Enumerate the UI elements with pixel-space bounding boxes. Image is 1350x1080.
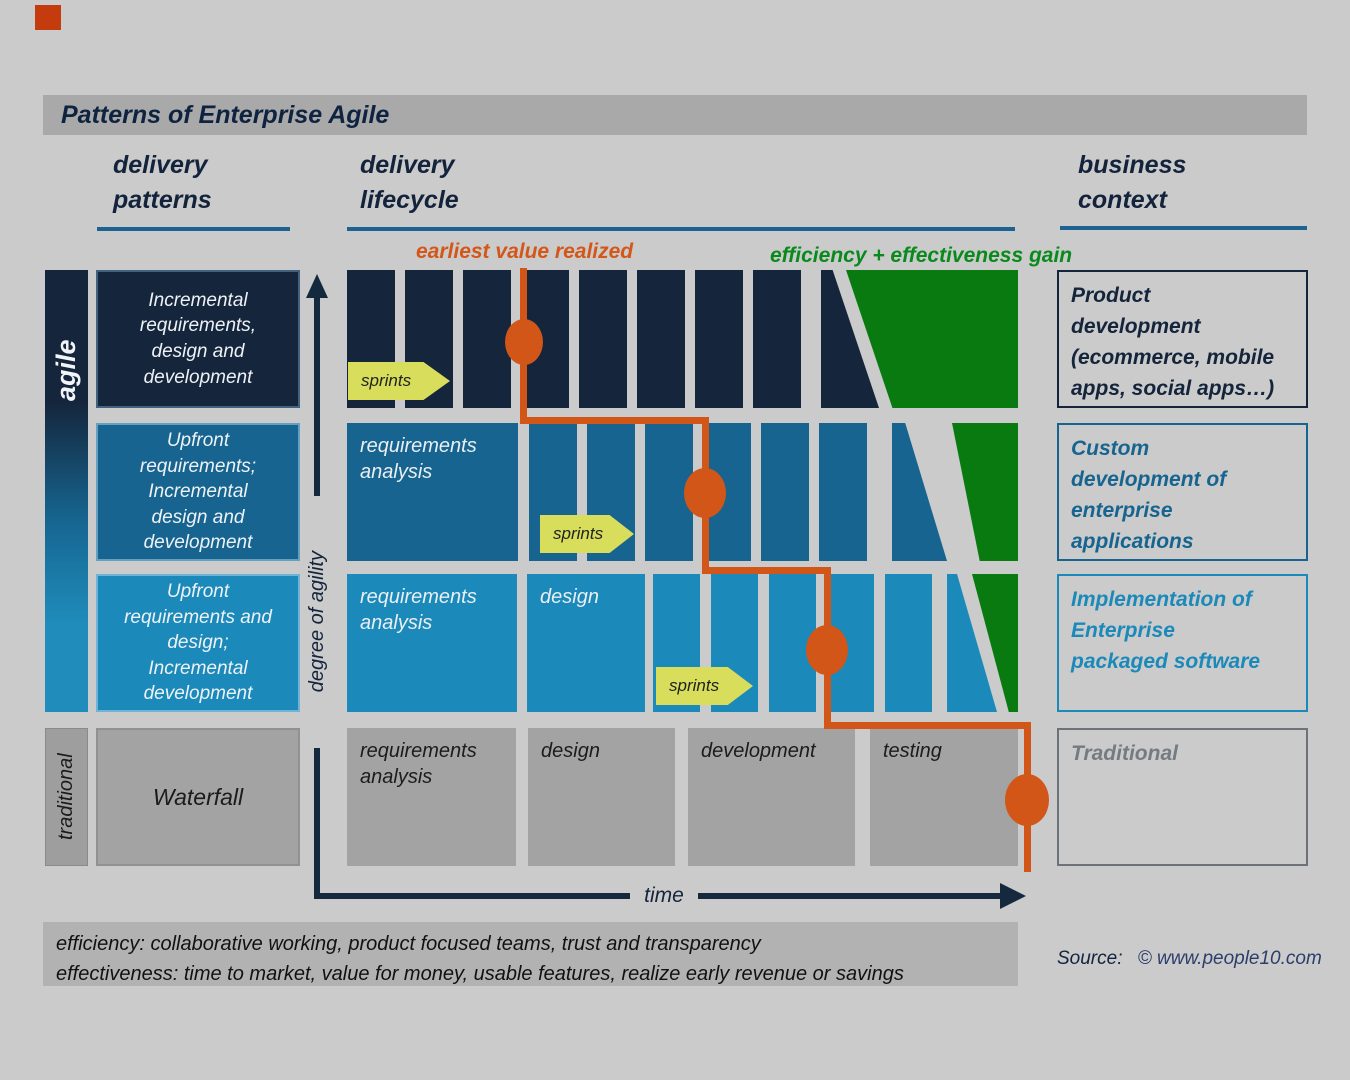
agility-axis-label: degree of agility [300, 496, 334, 748]
label-efficiency-gain: efficiency + effectiveness gain [770, 244, 1073, 267]
value-milestone-dot-2 [684, 468, 726, 518]
business-box-product-development: Product development (ecommerce, mobile a… [1057, 270, 1308, 408]
lifecycle-lane-row3: requirements analysis design [347, 574, 1018, 712]
value-line-segment [702, 567, 831, 574]
sprint-bar [819, 423, 867, 561]
phase-label: design [541, 740, 600, 762]
phase-label: requirements analysis [360, 435, 477, 483]
value-line-segment [520, 417, 709, 424]
source-line: Source: © www.people10.com [1057, 948, 1322, 970]
sprint-bar-slanted [892, 423, 947, 561]
phase-block-testing: testing [870, 728, 1018, 866]
phase-label: requirements analysis [360, 586, 477, 634]
business-box-packaged-software: Implementation of Enterprise packaged so… [1057, 574, 1308, 712]
agile-strip: agile [45, 270, 88, 712]
title-bar: Patterns of Enterprise Agile [43, 95, 1307, 135]
sprint-bar [761, 423, 809, 561]
sprint-bar [753, 270, 801, 408]
effectiveness-note: effectiveness: time to market, value for… [56, 963, 904, 985]
traditional-strip: traditional [45, 728, 88, 866]
lifecycle-lane-row2: requirements analysis [347, 423, 1018, 561]
efficiency-note: efficiency: collaborative working, produ… [56, 933, 761, 955]
underline-business-context [1060, 226, 1307, 230]
pattern-box-waterfall: Waterfall [96, 728, 300, 866]
sprint-bar [885, 574, 932, 712]
page-title: Patterns of Enterprise Agile [61, 100, 390, 129]
lifecycle-lane-row1 [347, 270, 1018, 408]
lifecycle-lane-waterfall: requirements analysis design development… [347, 728, 1018, 866]
agile-strip-label: agile [51, 339, 81, 401]
phase-block-requirements: requirements analysis [347, 423, 518, 561]
source-value: © www.people10.com [1137, 948, 1322, 969]
sprint-bar [695, 270, 743, 408]
value-milestone-dot-3 [806, 625, 848, 675]
business-box-custom-development: Custom development of enterprise applica… [1057, 423, 1308, 561]
sprint-bar [463, 270, 511, 408]
sprint-bar [579, 270, 627, 408]
value-line-segment [824, 722, 1031, 729]
phase-block-design: design [528, 728, 675, 866]
time-axis-label: time [630, 883, 698, 909]
label-earliest-value: earliest value realized [416, 240, 634, 263]
corner-mark [35, 5, 61, 30]
traditional-strip-label: traditional [55, 753, 77, 841]
phase-label: design [540, 586, 599, 608]
header-delivery-patterns: delivery patterns [113, 151, 212, 214]
time-axis-arrowhead [1000, 883, 1026, 909]
underline-delivery-patterns [97, 227, 290, 231]
business-box-traditional: Traditional [1057, 728, 1308, 866]
header-business-context: business context [1078, 151, 1187, 214]
agility-axis-arrowhead [306, 274, 328, 298]
gain-area-row2 [952, 423, 1018, 561]
phase-block-design: design [527, 574, 645, 712]
underline-delivery-lifecycle [347, 227, 1015, 231]
notes-bar: efficiency: collaborative working, produ… [43, 922, 1018, 986]
phase-label: requirements analysis [360, 740, 477, 788]
phase-block-requirements: requirements analysis [347, 574, 517, 712]
pattern-box-row1: Incremental requirements, design and dev… [96, 270, 300, 408]
phase-block-development: development [688, 728, 855, 866]
phase-label: development [701, 740, 816, 762]
pattern-box-row2: Upfront requirements; Incremental design… [96, 423, 300, 561]
source-label: Source: [1057, 948, 1123, 969]
phase-label: testing [883, 740, 942, 762]
pattern-box-row3: Upfront requirements and design; Increme… [96, 574, 300, 712]
phase-block-requirements: requirements analysis [347, 728, 516, 866]
sprint-bar [637, 270, 685, 408]
value-milestone-dot-1 [505, 319, 543, 365]
value-milestone-dot-4 [1005, 774, 1049, 826]
header-delivery-lifecycle: delivery lifecycle [360, 151, 459, 214]
